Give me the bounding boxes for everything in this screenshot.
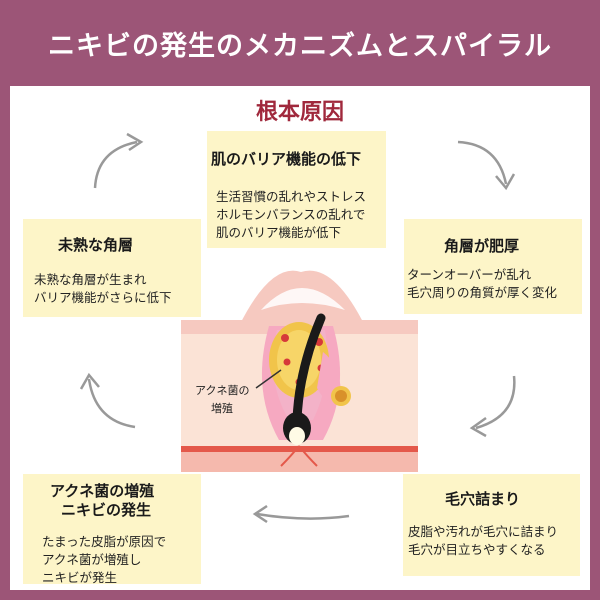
- arrow-right-down-icon: [469, 375, 516, 438]
- box-text-line: ホルモンバランスの乱れで: [216, 207, 366, 222]
- box-barrier-decline: 肌のバリア機能の低下 生活習慣の乱れやストレス ホルモンバランスの乱れで 肌のバ…: [207, 131, 386, 248]
- box-title: 角層が肥厚: [444, 237, 520, 255]
- box-title: 肌のバリア機能の低下: [211, 150, 362, 168]
- box-text-line: 未熟な角層が生まれ: [34, 272, 147, 287]
- box-text-line: 皮脂や汚れが毛穴に詰まり: [408, 524, 559, 539]
- arrow-top-left-icon: [93, 132, 144, 189]
- box-title: 未熟な角層: [58, 236, 134, 254]
- box-thickened-horny-layer: 角層が肥厚 ターンオーバーが乱れ 毛穴周りの角質が厚く変化: [404, 219, 582, 314]
- box-text-line: ターンオーバーが乱れ: [407, 267, 532, 282]
- box-text-line: バリア機能がさらに低下: [34, 290, 172, 305]
- box-text-line: 肌のバリア機能が低下: [216, 225, 342, 240]
- box-text-line: 毛穴周りの角質が厚く変化: [407, 285, 558, 300]
- box-text-line: 毛穴が目立ちやすくなる: [408, 542, 546, 557]
- box-title: ニキビの発生: [61, 501, 152, 519]
- box-title: 毛穴詰まり: [445, 490, 521, 508]
- box-immature-horny-layer: 未熟な角層 未熟な角層が生まれ バリア機能がさらに低下: [23, 219, 201, 317]
- header-banner: ニキビの発生のメカニズムとスパイラル: [0, 0, 600, 86]
- arrow-left-up-icon: [79, 372, 136, 429]
- arrow-top-right-icon: [457, 140, 516, 191]
- box-text-line: ニキビが発生: [42, 570, 118, 585]
- box-text-line: 生活習慣の乱れやストレス: [216, 189, 367, 204]
- pore-illustration: アクネ菌の 増殖: [181, 270, 418, 472]
- diagram-label: アクネ菌の: [195, 384, 250, 397]
- box-text-line: アクネ菌が増殖し: [42, 552, 142, 567]
- diagram-label: 増殖: [211, 402, 233, 415]
- root-cause-label: 根本原因: [255, 100, 344, 125]
- pore-illustration-svg: [181, 270, 418, 472]
- box-clogged-pores: 毛穴詰まり 皮脂や汚れが毛穴に詰まり 毛穴が目立ちやすくなる: [403, 474, 580, 576]
- arrow-bottom-icon: [252, 504, 350, 524]
- box-title: アクネ菌の増殖: [50, 482, 155, 500]
- box-acne-bacteria-growth: アクネ菌の増殖 ニキビの発生 たまった皮脂が原因で アクネ菌が増殖し ニキビが発…: [23, 474, 201, 585]
- page-title: ニキビの発生のメカニズムとスパイラル: [48, 30, 552, 62]
- box-text-line: たまった皮脂が原因で: [42, 534, 167, 549]
